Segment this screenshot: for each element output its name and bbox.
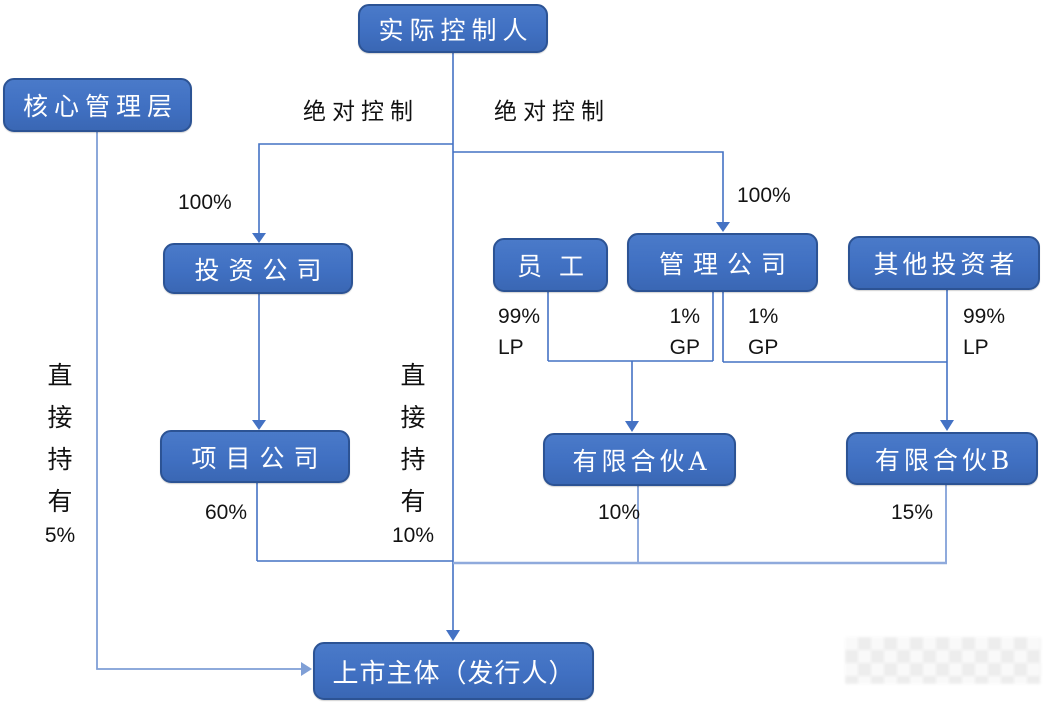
edge-label-absolute-control-left: 绝对控制 (303, 99, 419, 125)
node-core-management: 核心管理层 (3, 78, 192, 132)
edge-label-lp-a-stake: 10% (597, 501, 641, 524)
edge-controller-to-investment (258, 143, 453, 234)
node-employees: 员工 (493, 238, 608, 292)
node-management-company: 管理公司 (627, 233, 818, 292)
edge-label-employees-stake: 99% LP (498, 301, 540, 363)
edge-controller-to-management (453, 151, 724, 223)
arrowhead-to-listed-entity (446, 630, 460, 641)
node-investment-company: 投资公司 (163, 243, 353, 294)
vertical-label-char: 有 (400, 487, 426, 516)
arrowhead-to-project-company (252, 420, 266, 430)
node-listed-entity-issuer: 上市主体（发行人） (313, 642, 594, 700)
edge-label-lp-b-stake: 15% (890, 501, 934, 524)
edge-label-100pct-right: 100% (737, 184, 791, 207)
edge-label-direct-hold-10pct: 直 接 持 有 10% (390, 356, 436, 548)
stake-role: LP (963, 336, 989, 359)
vertical-label-percent: 10% (391, 524, 435, 547)
stake-percent: 99% (963, 305, 1006, 328)
vertical-label-char: 有 (47, 487, 73, 516)
arrowhead-to-lp-a (625, 421, 639, 432)
arrowhead-to-management-company (716, 222, 730, 232)
stake-percent: 99% (498, 305, 541, 328)
node-limited-partnership-a: 有限合伙A (543, 433, 736, 486)
vertical-label-char: 直 (47, 361, 73, 390)
vertical-label-char: 接 (47, 403, 73, 432)
edge-core-management-to-listed (96, 132, 302, 670)
stake-role: LP (498, 336, 524, 359)
edge-label-100pct-left: 100% (178, 191, 232, 214)
edge-label-direct-hold-5pct: 直 接 持 有 5% (37, 356, 83, 548)
stake-percent: 1% (669, 305, 700, 328)
edge-label-absolute-control-right: 绝对控制 (494, 99, 610, 125)
vertical-label-char: 接 (400, 403, 426, 432)
stake-role: GP (748, 336, 779, 359)
node-actual-controller: 实际控制人 (358, 4, 548, 53)
arrowhead-to-investment-company (252, 233, 266, 243)
node-limited-partnership-b: 有限合伙B (846, 432, 1038, 485)
stake-role: GP (669, 336, 700, 359)
vertical-label-percent: 5% (44, 524, 76, 547)
arrowhead-to-lp-b (940, 420, 954, 431)
stake-percent: 1% (748, 305, 779, 328)
node-other-investors: 其他投资者 (848, 236, 1040, 290)
vertical-label-char: 持 (400, 445, 426, 474)
vertical-label-char: 持 (47, 445, 73, 474)
vertical-label-char: 直 (400, 361, 426, 390)
edge-label-other-investors-stake: 99% LP (963, 301, 1005, 363)
edge-label-management-stake-a: 1% GP (648, 301, 700, 363)
arrowhead-core-to-listed (301, 662, 312, 676)
node-project-company: 项目公司 (160, 430, 350, 483)
edge-label-management-stake-b: 1% GP (748, 301, 778, 363)
edge-label-project-company-stake: 60% (204, 501, 248, 524)
blurred-watermark (845, 637, 1041, 684)
